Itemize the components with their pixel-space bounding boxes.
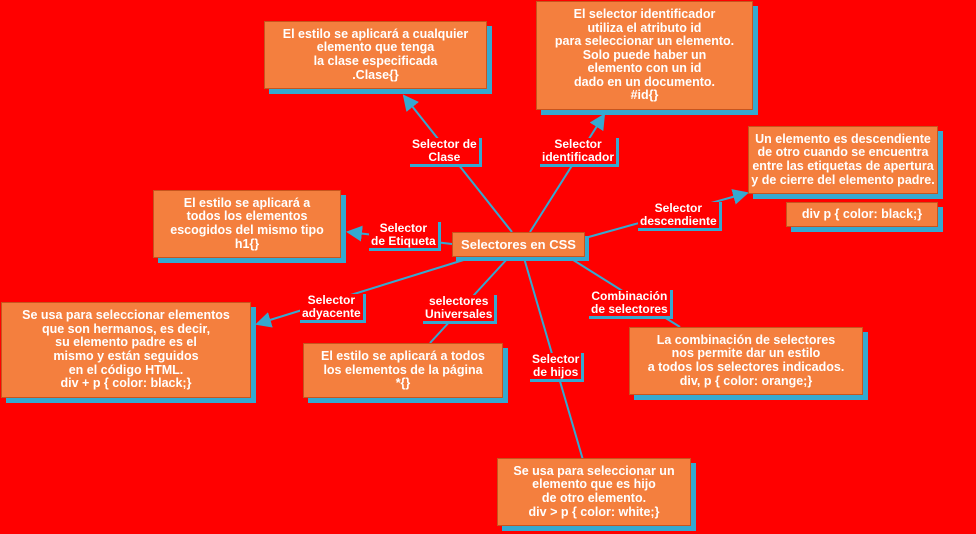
label-descendiente: Selector descendiente: [638, 202, 722, 231]
label-clase: Selector de Clase: [410, 138, 482, 167]
label-hijos: Selector de hijos: [530, 353, 585, 382]
central-topic: Selectores en CSS: [452, 232, 585, 257]
box-universales: El estilo se aplicará a todos los elemen…: [303, 343, 503, 398]
label-combinacion: Combinación de selectores: [589, 290, 673, 319]
box-hijos: Se usa para seleccionar un elemento que …: [497, 458, 691, 526]
label-adyacente: Selector adyacente: [300, 294, 366, 323]
box-descendiente-code: div p { color: black;}: [786, 202, 938, 227]
label-identificador: Selector identificador: [540, 138, 620, 167]
box-etiqueta: El estilo se aplicará a todos los elemen…: [153, 190, 341, 258]
box-identificador: El selector identificador utiliza el atr…: [536, 1, 753, 110]
label-universales: selectores Universales: [423, 295, 498, 324]
box-adyacente: Se usa para seleccionar elementos que so…: [1, 302, 251, 398]
box-clase: El estilo se aplicará a cualquier elemen…: [264, 21, 487, 89]
line-identificador: [529, 113, 606, 233]
box-combinacion: La combinación de selectores nos permite…: [629, 327, 863, 395]
line-adyacente: [255, 257, 471, 328]
label-etiqueta: Selector de Etiqueta: [369, 222, 441, 251]
box-descendiente: Un elemento es descendiente de otro cuan…: [748, 126, 938, 194]
